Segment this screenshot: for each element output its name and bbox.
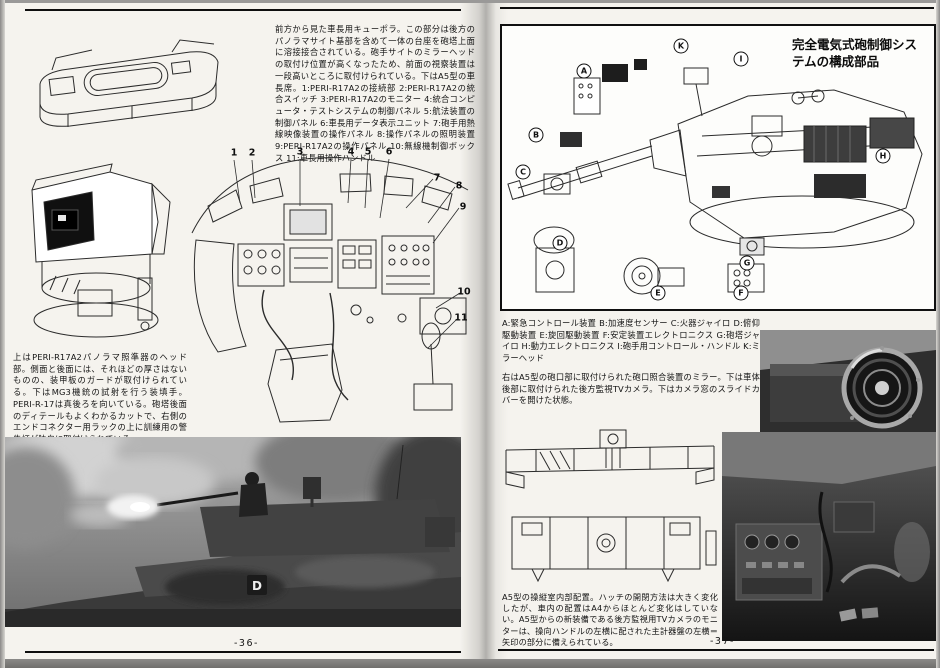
- component-badge: F: [733, 285, 749, 301]
- rear-hull-drawing-1: [505, 429, 715, 489]
- page-number-left: -36-: [234, 638, 259, 649]
- periscope-drawing: [31, 163, 171, 338]
- callout-number: 3: [296, 146, 304, 158]
- scan-edge: [0, 659, 940, 668]
- gun-control-diagram-box: [500, 24, 936, 311]
- caption-components: A:緊急コントロール装置 B:加速度センサー C:火器ジャイロ D:俯仰駆動装置…: [502, 318, 760, 364]
- muzzle-photo: [760, 330, 936, 432]
- bottom-rule-right: [498, 649, 934, 651]
- commander-station-drawing: [191, 157, 469, 423]
- caption-driver: A5型の操縦室内部配置。ハッチの開閉方法は大きく変化したが、車内の配置はA4から…: [502, 592, 718, 647]
- component-badge: G: [739, 255, 755, 271]
- callout-number: 6: [385, 146, 393, 158]
- bottom-rule-left: [25, 651, 461, 653]
- page-number-right: -37-: [710, 636, 735, 647]
- scan-edge: [936, 0, 940, 668]
- callout-number: 10: [457, 286, 471, 298]
- component-badge: E: [650, 285, 666, 301]
- gun-control-diagram: [507, 59, 923, 295]
- scan-edge: [0, 0, 940, 3]
- cupola-drawing: [39, 39, 219, 127]
- component-badge: I: [733, 51, 749, 67]
- callout-number: 8: [455, 180, 463, 192]
- callout-number: 11: [454, 312, 468, 324]
- component-badge: B: [528, 127, 544, 143]
- callout-number: 7: [433, 172, 441, 184]
- callout-number: 5: [364, 146, 372, 158]
- caption-cupola: 前方から見た車長用キューポラ。この部分は後方のパノラマサイト基部を含めて一体の台…: [275, 24, 475, 163]
- diagram-title-line1: 完全電気式砲制御シス: [792, 37, 918, 52]
- callout-number: 1: [230, 147, 238, 159]
- callout-number: 9: [459, 201, 467, 213]
- callout-number: 2: [248, 147, 256, 159]
- rear-hull-drawing-2: [511, 516, 717, 583]
- tank-photo: D: [5, 437, 461, 627]
- component-badge: D: [552, 235, 568, 251]
- top-rule-left: [25, 9, 461, 11]
- component-badge: K: [673, 38, 689, 54]
- component-badge: A: [576, 63, 592, 79]
- caption-periscope: 上はPERI-R17A2パノラマ照準器のヘッド部。側面と後面には、それほどの厚さ…: [13, 352, 187, 444]
- top-rule-right: [500, 7, 934, 9]
- diagram-title-line2: テムの構成部品: [792, 54, 880, 69]
- diagram-title: 完全電気式砲制御シス テムの構成部品: [792, 36, 934, 70]
- tactical-marking: D: [252, 579, 262, 593]
- scan-edge: [0, 0, 5, 668]
- caption-muzzle: 右はA5型の砲口部に取付けられた砲口照合装置のミラー。下は車体後部に取付けられた…: [502, 372, 760, 406]
- component-badge: H: [875, 148, 891, 164]
- driver-photo: [722, 432, 936, 641]
- component-badge: C: [515, 164, 531, 180]
- callout-number: 4: [347, 146, 355, 158]
